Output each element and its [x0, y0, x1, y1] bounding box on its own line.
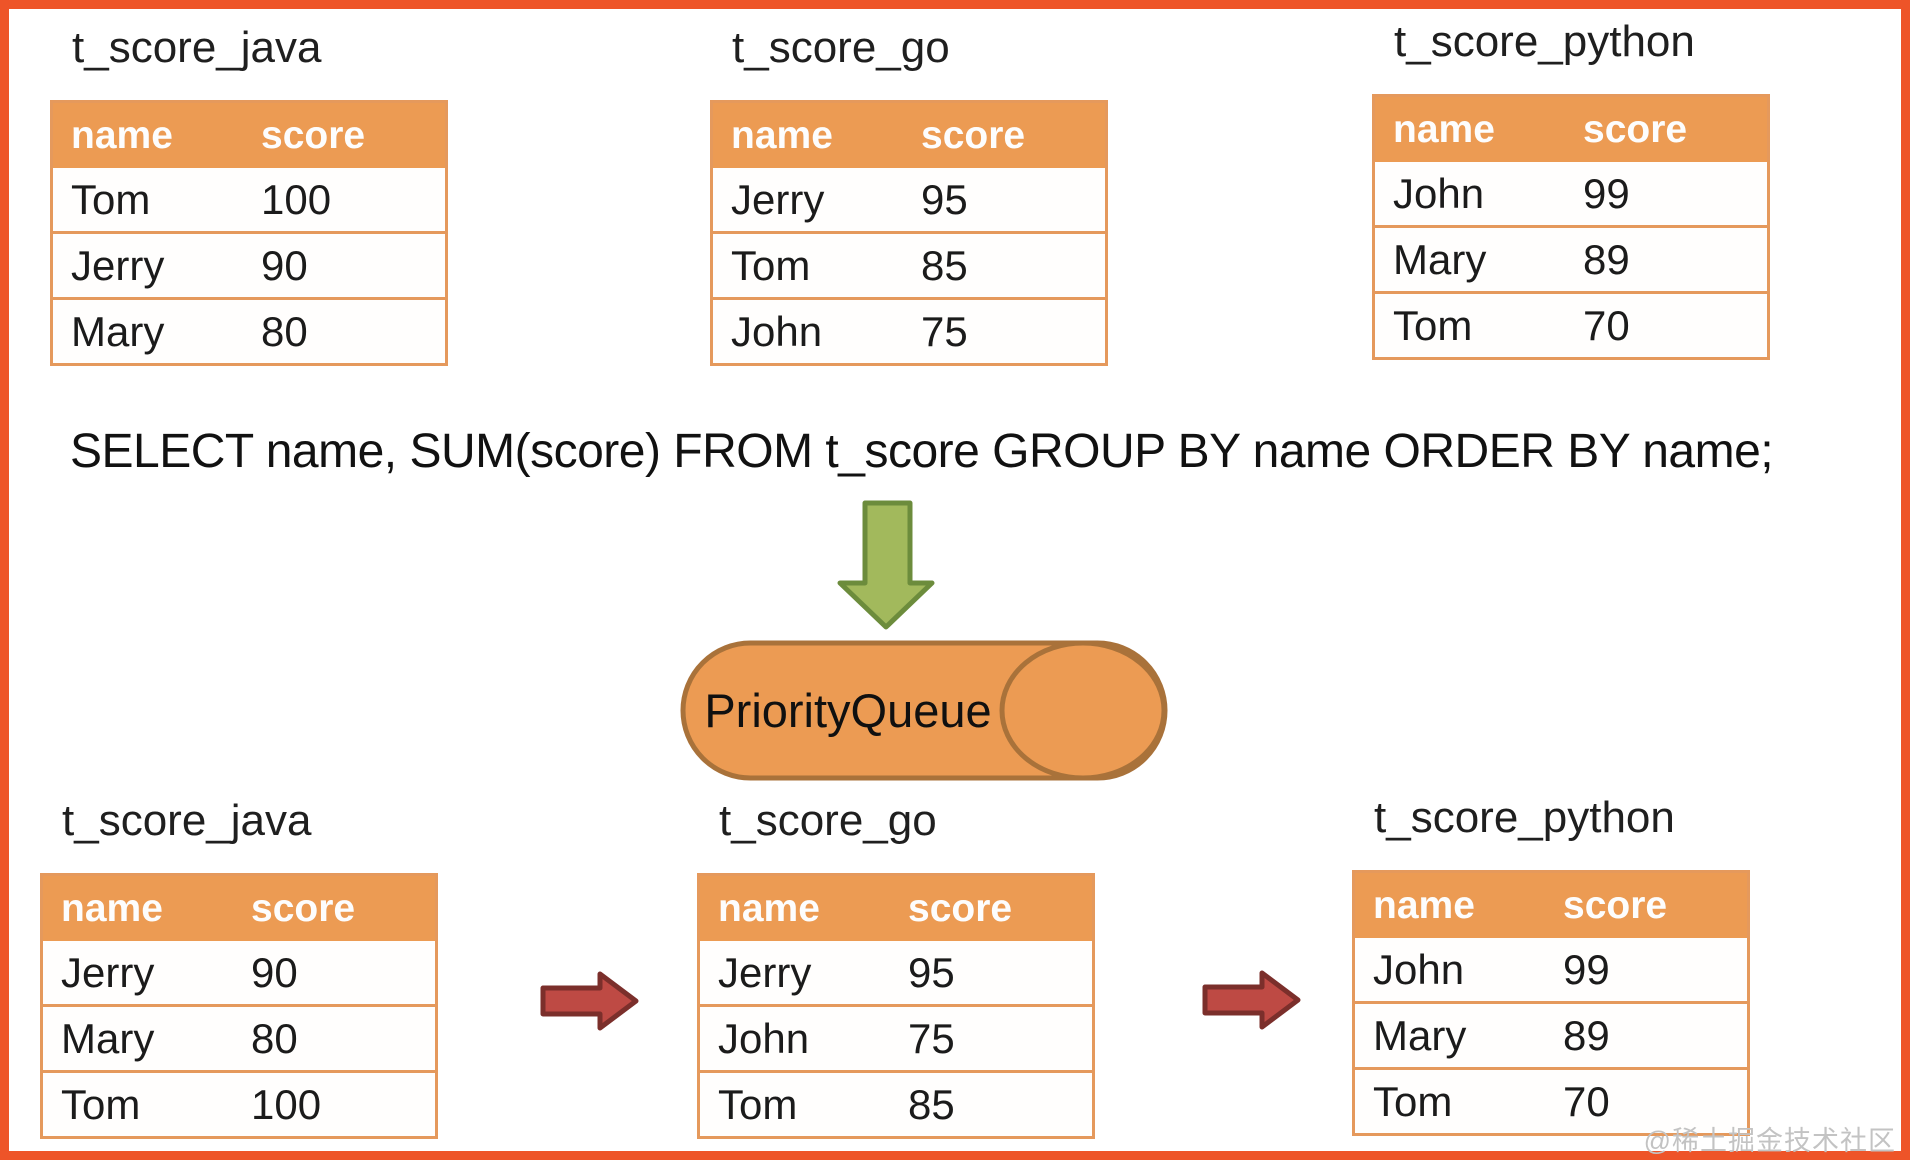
table-row: John 99	[1355, 938, 1747, 1001]
cell-name: Tom	[1393, 301, 1473, 349]
sql-statement: SELECT name, SUM(score) FROM t_score GRO…	[70, 425, 1774, 478]
table-title: t_score_python	[1394, 17, 1695, 66]
table-row: Mary 80	[43, 1004, 435, 1070]
cell-name: John	[1373, 945, 1465, 993]
cell-name: Jerry	[61, 948, 155, 996]
cell-name: Mary	[1373, 1011, 1467, 1059]
table-row: John 75	[700, 1004, 1092, 1070]
score-table: name score John 99 Mary 89 Tom 70	[1352, 870, 1750, 1136]
cell-score: 80	[251, 1014, 298, 1062]
table-header-row: name score	[43, 876, 435, 941]
score-table: name score Tom 100 Jerry 90 Mary 80	[50, 100, 448, 366]
column-header-score: score	[921, 113, 1026, 157]
cell-score: 85	[921, 241, 968, 289]
cell-score: 80	[261, 307, 308, 355]
table-top-go: t_score_go name score Jerry 95 Tom 85 Jo…	[710, 20, 1108, 366]
table-header-row: name score	[700, 876, 1092, 941]
cell-score: 75	[921, 307, 968, 355]
table-row: Jerry 90	[43, 941, 435, 1004]
table-title: t_score_go	[719, 796, 937, 845]
cell-name: Tom	[718, 1080, 798, 1128]
table-row: Tom 70	[1375, 291, 1767, 357]
table-row: Jerry 90	[53, 231, 445, 297]
table-title: t_score_go	[732, 23, 950, 72]
score-table: name score Jerry 95 Tom 85 John 75	[710, 100, 1108, 366]
column-header-score: score	[261, 113, 366, 157]
table-title: t_score_python	[1374, 793, 1675, 842]
table-row: Jerry 95	[713, 168, 1105, 231]
score-table: name score Jerry 90 Mary 80 Tom 100	[40, 873, 438, 1139]
cell-name: John	[1393, 169, 1485, 217]
table-row: Mary 80	[53, 297, 445, 363]
watermark: @稀土掘金技术社区	[1643, 1126, 1896, 1156]
table-row: Tom 70	[1355, 1067, 1747, 1133]
column-header-score: score	[1563, 883, 1668, 927]
column-header-name: name	[61, 886, 163, 930]
cell-score: 89	[1583, 235, 1630, 283]
table-bottom-java: t_score_java name score Jerry 90 Mary 80…	[40, 793, 438, 1139]
column-header-name: name	[718, 886, 820, 930]
cell-name: Mary	[71, 307, 165, 355]
cell-name: Jerry	[718, 948, 812, 996]
cell-name: John	[718, 1014, 810, 1062]
cell-name: Tom	[731, 241, 811, 289]
cell-name: Jerry	[731, 175, 825, 223]
cell-score: 90	[261, 241, 308, 289]
table-top-python: t_score_python name score John 99 Mary 8…	[1372, 14, 1770, 360]
table-row: Mary 89	[1375, 225, 1767, 291]
cell-score: 99	[1583, 169, 1630, 217]
table-row: Mary 89	[1355, 1001, 1747, 1067]
cell-score: 99	[1563, 945, 1610, 993]
column-header-score: score	[1583, 107, 1688, 151]
cell-score: 75	[908, 1014, 955, 1062]
cell-name: Mary	[1393, 235, 1487, 283]
column-header-name: name	[1373, 883, 1475, 927]
table-title: t_score_java	[62, 796, 312, 845]
cell-name: Tom	[71, 175, 151, 223]
column-header-name: name	[731, 113, 833, 157]
table-header-row: name score	[1375, 97, 1767, 162]
cell-name: Mary	[61, 1014, 155, 1062]
table-row: John 99	[1375, 162, 1767, 225]
table-row: Tom 85	[700, 1070, 1092, 1136]
cell-score: 100	[251, 1080, 322, 1128]
cell-score: 100	[261, 175, 332, 223]
column-header-name: name	[1393, 107, 1495, 151]
right-arrow-icon	[540, 971, 639, 1031]
score-table: name score Jerry 95 John 75 Tom 85	[697, 873, 1095, 1139]
cell-score: 89	[1563, 1011, 1610, 1059]
table-bottom-python: t_score_python name score John 99 Mary 8…	[1352, 790, 1750, 1136]
cell-score: 95	[908, 948, 955, 996]
table-top-java: t_score_java name score Tom 100 Jerry 90…	[50, 20, 448, 366]
right-arrow-icon	[1202, 970, 1301, 1030]
column-header-score: score	[908, 886, 1013, 930]
cell-score: 90	[251, 948, 298, 996]
column-header-score: score	[251, 886, 356, 930]
table-header-row: name score	[713, 103, 1105, 168]
table-header-row: name score	[53, 103, 445, 168]
priority-queue-cylinder	[680, 640, 1168, 781]
down-arrow-icon	[837, 500, 935, 630]
cell-score: 95	[921, 175, 968, 223]
table-title: t_score_java	[72, 23, 322, 72]
cell-score: 70	[1583, 301, 1630, 349]
table-row: Tom 100	[43, 1070, 435, 1136]
table-row: Jerry 95	[700, 941, 1092, 1004]
table-row: Tom 100	[53, 168, 445, 231]
column-header-name: name	[71, 113, 173, 157]
cell-name: Jerry	[71, 241, 165, 289]
table-row: John 75	[713, 297, 1105, 363]
table-header-row: name score	[1355, 873, 1747, 938]
table-row: Tom 85	[713, 231, 1105, 297]
cell-name: John	[731, 307, 823, 355]
cell-score: 70	[1563, 1077, 1610, 1125]
priority-queue-label: PriorityQueue	[704, 684, 992, 737]
cell-name: Tom	[1373, 1077, 1453, 1125]
table-bottom-go: t_score_go name score Jerry 95 John 75 T…	[697, 793, 1095, 1139]
cell-score: 85	[908, 1080, 955, 1128]
cell-name: Tom	[61, 1080, 141, 1128]
score-table: name score John 99 Mary 89 Tom 70	[1372, 94, 1770, 360]
